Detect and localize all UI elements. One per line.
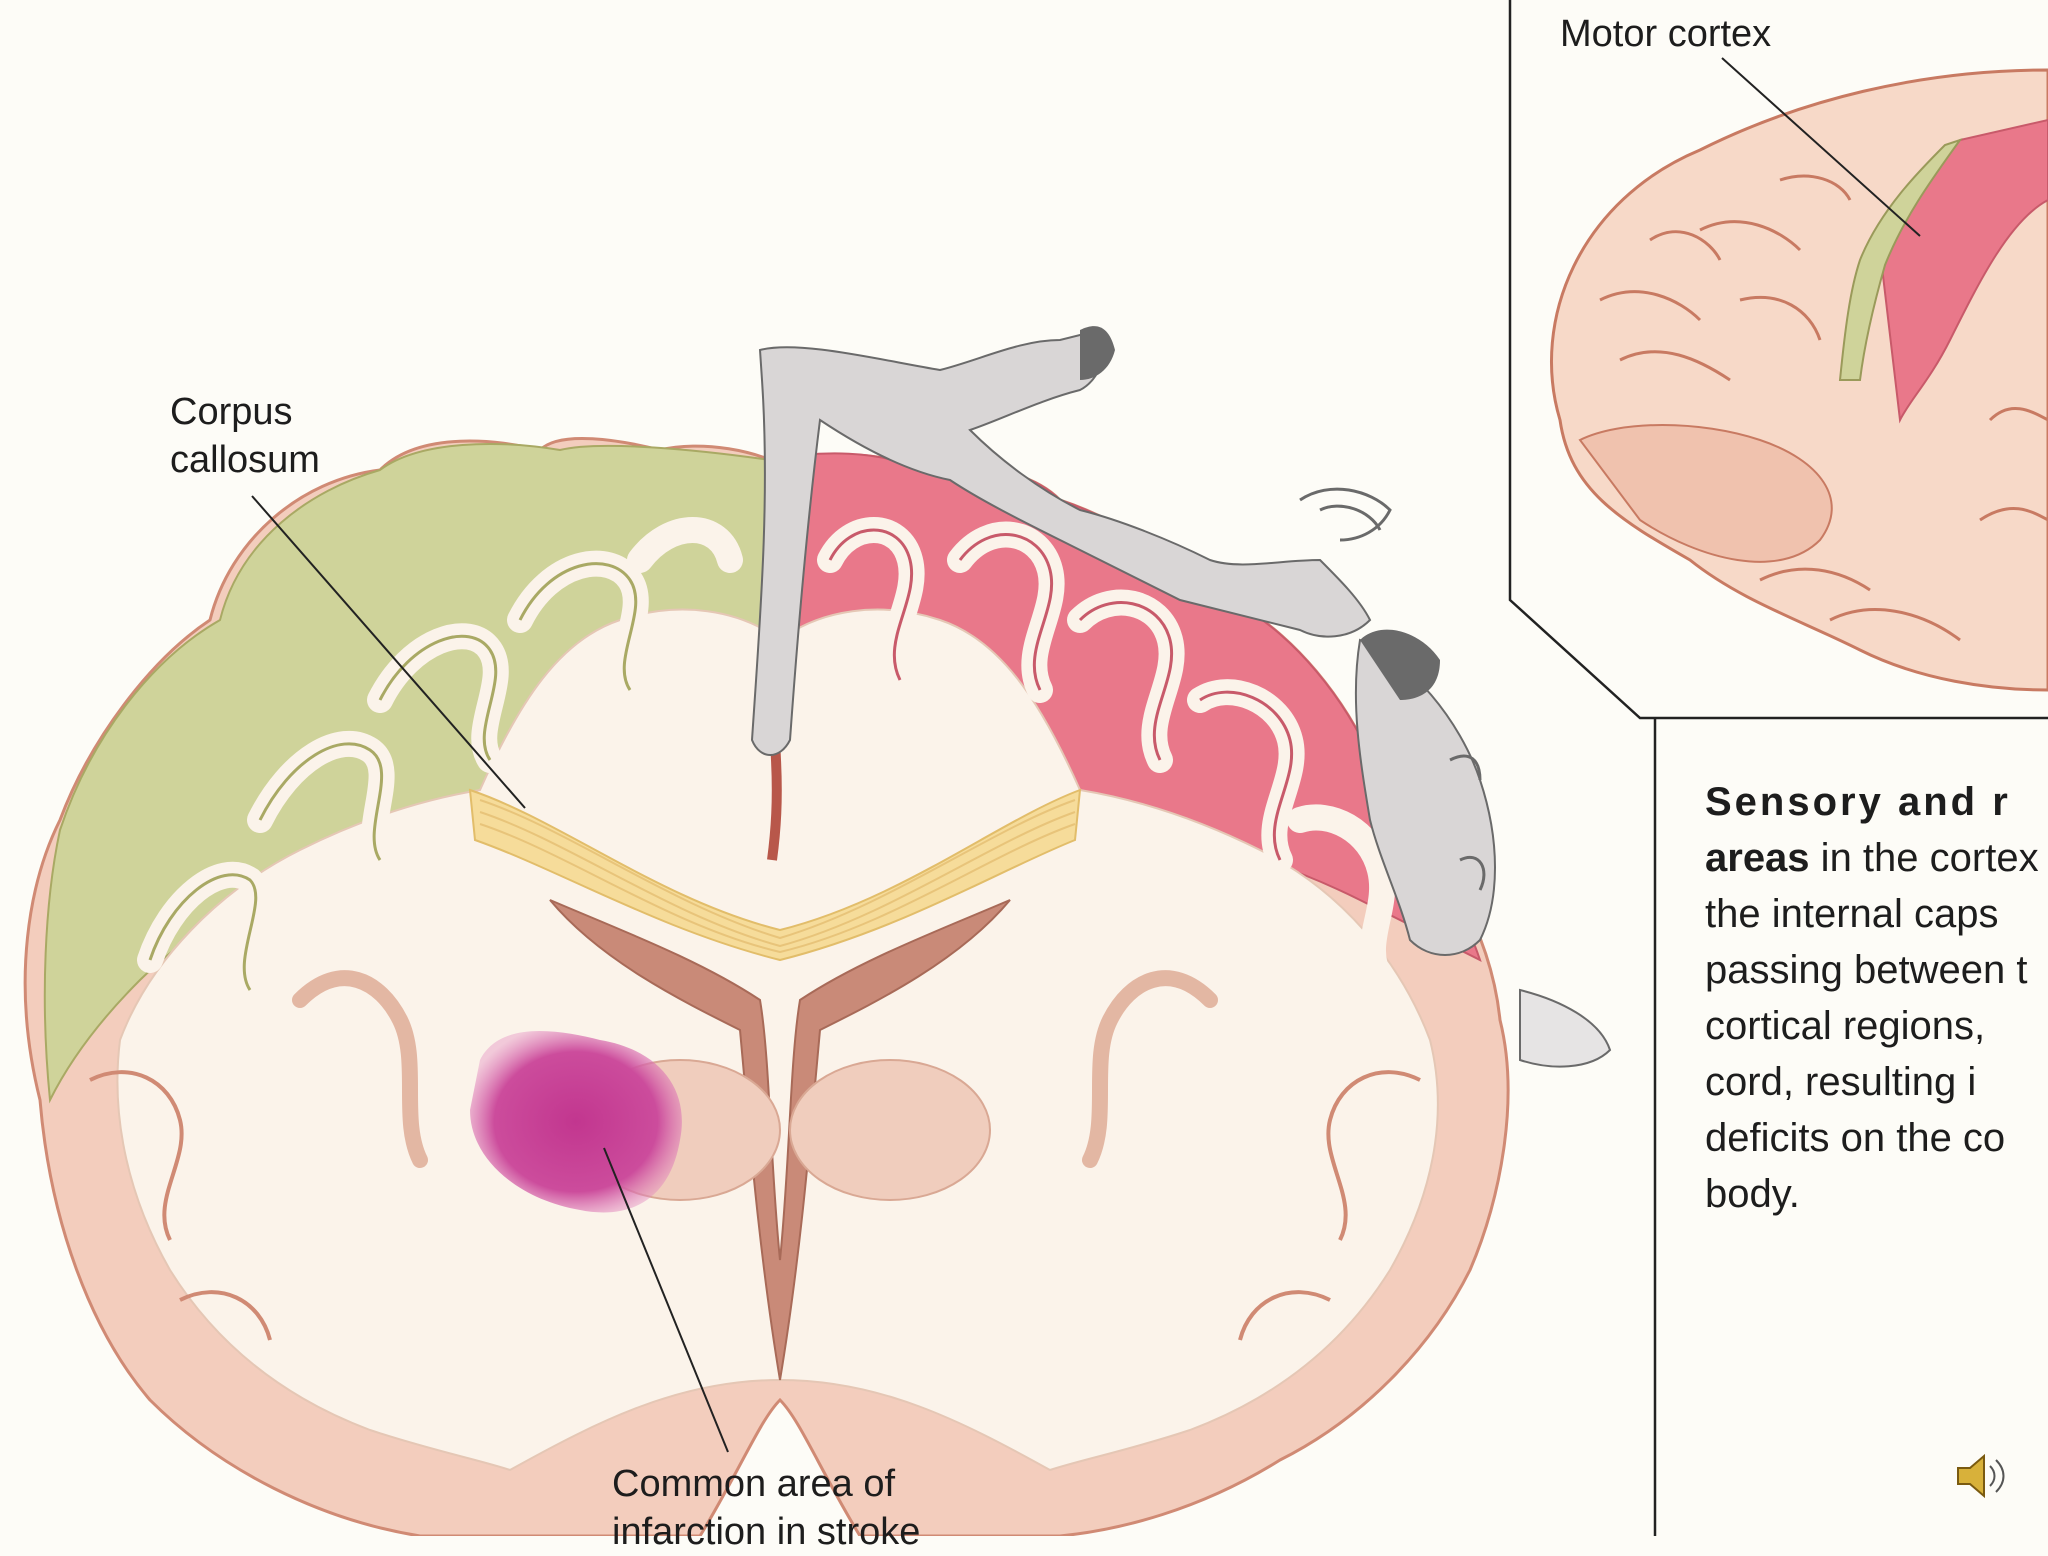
corpus-callosum-label: Corpus callosum (170, 388, 320, 484)
infarct-label-line2: infarction in stroke (612, 1508, 920, 1556)
caption-line-1: in the cortex (1810, 836, 2039, 880)
infarct-label-line1: Common area of (612, 1460, 920, 1508)
speaker-icon[interactable] (1952, 1448, 2012, 1504)
caption-line-5: cord, resulting i (1705, 1054, 2048, 1110)
infarct-label: Common area of infarction in stroke (612, 1460, 920, 1556)
caption-line-6: deficits on the co (1705, 1110, 2048, 1166)
corpus-callosum-label-line1: Corpus (170, 388, 320, 436)
caption-line-2: the internal caps (1705, 886, 2048, 942)
caption-line-3: passing between t (1705, 942, 2048, 998)
caption-bold-areas: areas (1705, 836, 1810, 880)
caption-text: Sensory and r areas in the cortex the in… (1705, 774, 2048, 1222)
motor-cortex-label: Motor cortex (1560, 10, 1771, 58)
caption-bold-heading: Sensory and r (1705, 780, 2011, 824)
lateral-brain (1551, 70, 2048, 690)
corpus-callosum-label-line2: callosum (170, 436, 320, 484)
caption-line-7: body. (1705, 1166, 2048, 1222)
caption-line-4: cortical regions, (1705, 998, 2048, 1054)
